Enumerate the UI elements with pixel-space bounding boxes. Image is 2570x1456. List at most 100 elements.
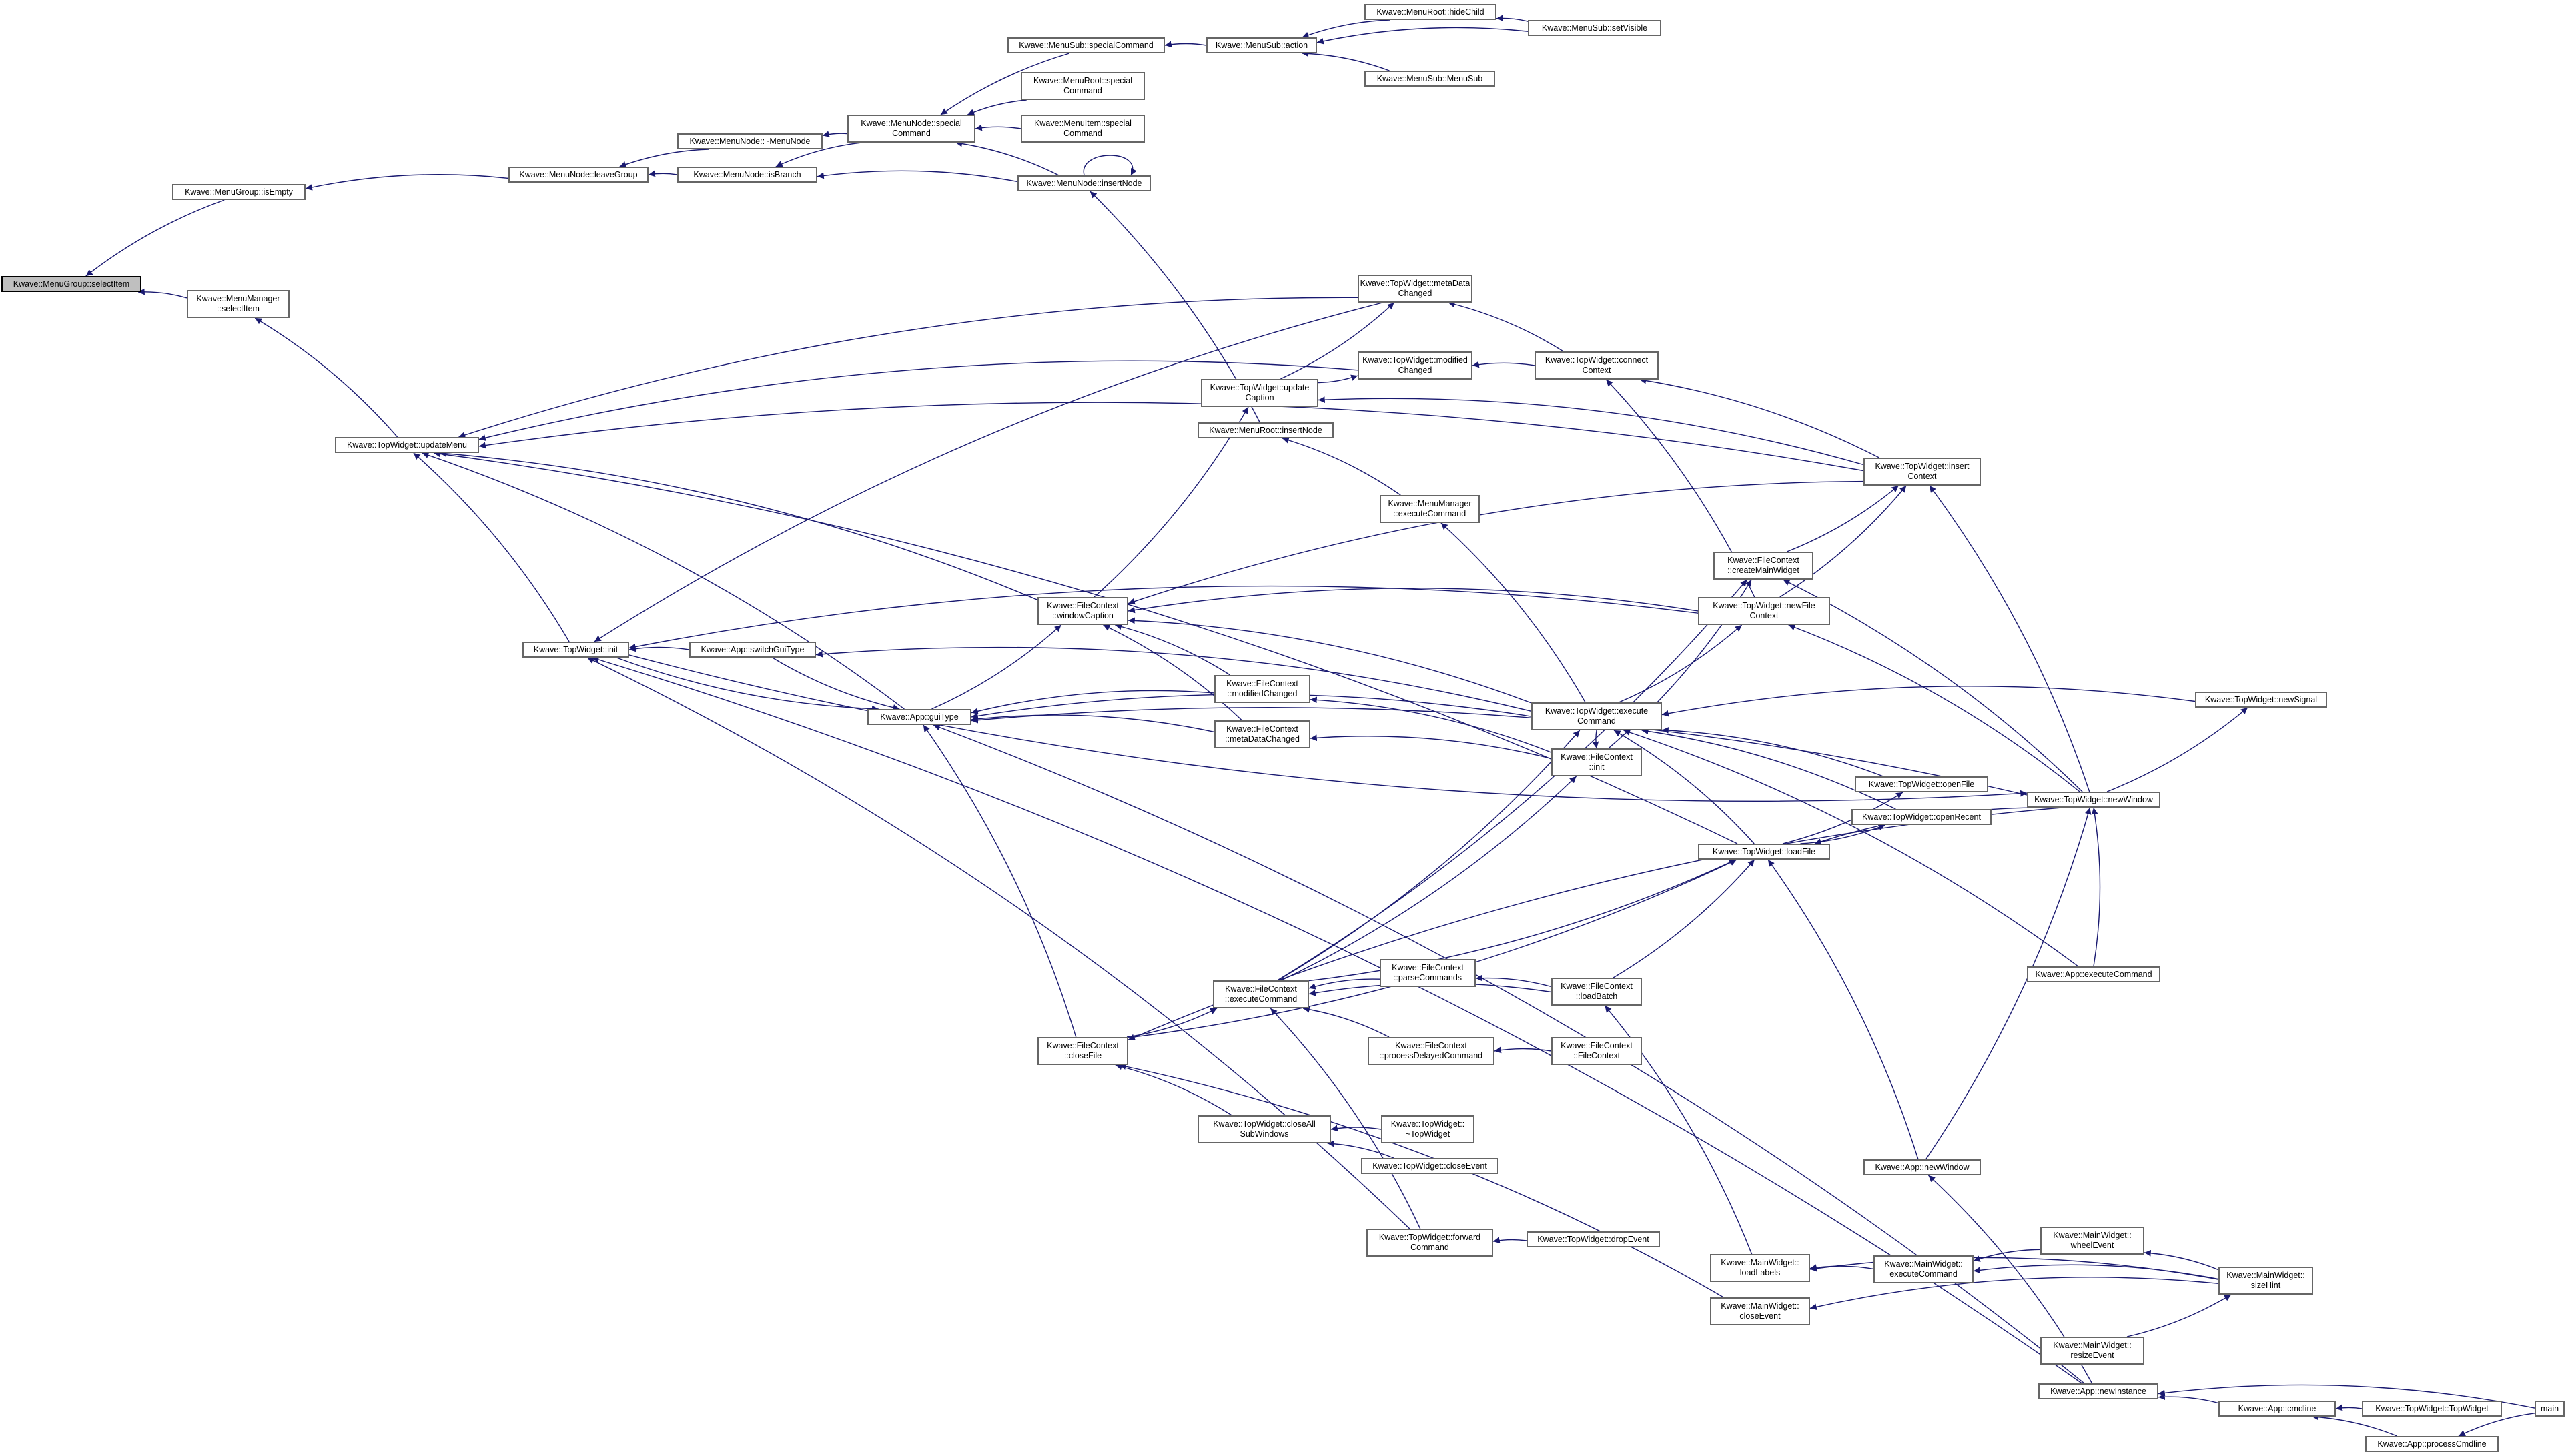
graph-node-wheelEvent[interactable]: Kwave::MainWidget:: wheelEvent xyxy=(2040,1227,2144,1255)
graph-node-newSignal[interactable]: Kwave::TopWidget::newSignal xyxy=(2195,692,2327,708)
call-edge-wheelEvent-to-mwExecuteCommand xyxy=(1973,1249,2041,1262)
graph-node-processCmdline[interactable]: Kwave::App::processCmdline xyxy=(2365,1436,2499,1452)
call-edge-newFileContext-to-twInit xyxy=(628,585,1699,650)
graph-node-appExecuteCommand[interactable]: Kwave::App::executeCommand xyxy=(2027,966,2160,982)
graph-node-processDelayed[interactable]: Kwave::FileContext ::processDelayedComma… xyxy=(1368,1037,1494,1065)
graph-node-fcMetaDataChanged[interactable]: Kwave::FileContext ::metaDataChanged xyxy=(1214,720,1310,748)
graph-node-closeAllSub[interactable]: Kwave::TopWidget::closeAll SubWindows xyxy=(1198,1115,1331,1143)
graph-node-forwardCommand[interactable]: Kwave::TopWidget::forward Command xyxy=(1366,1229,1493,1257)
graph-node-parseCommands[interactable]: Kwave::FileContext ::parseCommands xyxy=(1380,959,1476,987)
call-edge-loadFile-to-twExecuteCommand xyxy=(1613,730,1755,844)
graph-node-newFileContext[interactable]: Kwave::TopWidget::newFile Context xyxy=(1698,597,1830,625)
call-edge-switchGuiType-to-guiType xyxy=(772,657,900,711)
graph-node-fcExecuteCommand[interactable]: Kwave::FileContext ::executeCommand xyxy=(1213,980,1309,1008)
graph-node-mrSpecial[interactable]: Kwave::MenuRoot::special Command xyxy=(1021,72,1145,100)
graph-node-closeFile[interactable]: Kwave::FileContext ::closeFile xyxy=(1037,1037,1128,1065)
call-edge-msSpecial-to-mnSpecial xyxy=(940,53,1069,115)
graph-node-updateCaption[interactable]: Kwave::TopWidget::update Caption xyxy=(1201,379,1318,407)
call-edge-twExecuteCommand-to-windowCaption xyxy=(1128,617,1532,704)
call-edge-loadFile-to-openRecent xyxy=(1800,824,1885,844)
graph-node-cmdline[interactable]: Kwave::App::cmdline xyxy=(2218,1401,2336,1417)
graph-node-dropEvent[interactable]: Kwave::TopWidget::dropEvent xyxy=(1527,1231,1660,1247)
call-edge-leaveGroup-to-isEmpty xyxy=(305,174,509,191)
graph-node-createMainWidget[interactable]: Kwave::FileContext ::createMainWidget xyxy=(1713,552,1813,580)
call-edge-cmdline-to-newInstance xyxy=(2158,1393,2219,1404)
graph-node-twCloseEvent[interactable]: Kwave::TopWidget::closeEvent xyxy=(1361,1158,1498,1174)
graph-node-updateMenu[interactable]: Kwave::TopWidget::updateMenu xyxy=(335,437,479,453)
graph-node-mwCloseEvent[interactable]: Kwave::MainWidget:: closeEvent xyxy=(1710,1297,1810,1325)
call-edge-sizeHint-to-mwCloseEvent xyxy=(1809,1277,2219,1311)
graph-node-resizeEvent[interactable]: Kwave::MainWidget:: resizeEvent xyxy=(2040,1337,2144,1365)
graph-node-appNewWindow[interactable]: Kwave::App::newWindow xyxy=(1863,1159,1981,1175)
graph-node-twInit[interactable]: Kwave::TopWidget::init xyxy=(522,642,629,658)
graph-node-newInstance[interactable]: Kwave::App::newInstance xyxy=(2038,1383,2158,1399)
graph-node-msSpecial[interactable]: Kwave::MenuSub::specialCommand xyxy=(1007,37,1165,53)
graph-node-modifiedChanged[interactable]: Kwave::TopWidget::modified Changed xyxy=(1358,351,1472,380)
graph-node-dtorTopWidget[interactable]: Kwave::TopWidget:: ~TopWidget xyxy=(1381,1115,1474,1143)
graph-node-fcModifiedChanged[interactable]: Kwave::FileContext ::modifiedChanged xyxy=(1214,675,1310,703)
call-edge-updateMenu-to-mmSelectItem xyxy=(254,317,398,438)
graph-node-isEmpty[interactable]: Kwave::MenuGroup::isEmpty xyxy=(172,184,306,200)
graph-node-msMenuSub[interactable]: Kwave::MenuSub::MenuSub xyxy=(1364,71,1495,87)
call-edge-newFileContext-to-insertContext xyxy=(1779,485,1907,598)
call-edge-openFile-to-twExecuteCommand xyxy=(1661,727,1883,777)
graph-node-selectItem[interactable]: Kwave::MenuGroup::selectItem xyxy=(1,276,141,292)
graph-node-loadBatch[interactable]: Kwave::FileContext ::loadBatch xyxy=(1551,978,1642,1006)
graph-node-twCtor[interactable]: Kwave::TopWidget::TopWidget xyxy=(2362,1401,2502,1417)
call-edge-modifiedChanged-to-updateMenu xyxy=(478,360,1358,441)
graph-node-mmExecuteCommand[interactable]: Kwave::MenuManager ::executeCommand xyxy=(1380,495,1480,523)
graph-node-guiType[interactable]: Kwave::App::guiType xyxy=(867,709,971,725)
graph-node-mrInsertNode[interactable]: Kwave::MenuRoot::insertNode xyxy=(1198,422,1334,438)
call-edge-closeAllSub-to-closeFile xyxy=(1115,1063,1232,1116)
graph-node-dtorMenuNode[interactable]: Kwave::MenuNode::~MenuNode xyxy=(677,133,823,149)
graph-node-sizeHint[interactable]: Kwave::MainWidget:: sizeHint xyxy=(2218,1267,2313,1295)
graph-node-msSetVisible[interactable]: Kwave::MenuSub::setVisible xyxy=(1528,20,1661,36)
graph-node-twExecuteCommand[interactable]: Kwave::TopWidget::execute Command xyxy=(1531,702,1662,730)
call-edge-openRecent-to-twExecuteCommand xyxy=(1641,728,1896,810)
graph-node-mmSelectItem[interactable]: Kwave::MenuManager ::selectItem xyxy=(187,290,290,318)
graph-node-main[interactable]: main xyxy=(2535,1401,2565,1417)
graph-node-loadFile[interactable]: Kwave::TopWidget::loadFile xyxy=(1698,844,1830,860)
call-edge-guiType-to-updateMenu xyxy=(422,452,905,710)
call-edge-resizeEvent-to-sizeHint xyxy=(2126,1294,2232,1337)
call-edge-insertContext-to-connectContext xyxy=(1639,377,1879,458)
graph-node-mrHideChild[interactable]: Kwave::MenuRoot::hideChild xyxy=(1364,4,1496,20)
call-edge-msAction-to-msSpecial xyxy=(1164,41,1207,48)
call-edge-dtorMenuNode-to-leaveGroup xyxy=(619,149,709,168)
graph-node-switchGuiType[interactable]: Kwave::App::switchGuiType xyxy=(689,642,816,658)
graph-node-isBranch[interactable]: Kwave::MenuNode::isBranch xyxy=(677,167,817,183)
call-edge-forwardCommand-to-fcExecuteCommand xyxy=(1270,1008,1421,1229)
call-edge-fcInit-to-fcModifiedChanged xyxy=(1310,696,1552,753)
call-edge-msMenuSub-to-msAction xyxy=(1302,50,1390,71)
call-edge-fcInit-to-fcMetaDataChanged xyxy=(1310,734,1552,759)
graph-node-twNewWindow[interactable]: Kwave::TopWidget::newWindow xyxy=(2027,792,2160,808)
graph-node-leaveGroup[interactable]: Kwave::MenuNode::leaveGroup xyxy=(508,167,649,183)
call-edge-processDelayed-to-fcExecuteCommand xyxy=(1302,1006,1390,1038)
graph-node-mnInsertNode[interactable]: Kwave::MenuNode::insertNode xyxy=(1017,175,1151,191)
call-edge-newInstance-to-twInit xyxy=(592,656,2082,1384)
call-edge-mwCloseEvent-to-closeFile xyxy=(1119,1063,1724,1298)
graph-node-metaDataChanged[interactable]: Kwave::TopWidget::metaData Changed xyxy=(1358,275,1472,303)
graph-node-insertContext[interactable]: Kwave::TopWidget::insert Context xyxy=(1863,458,1981,486)
call-edge-fcMetaDataChanged-to-windowCaption xyxy=(1103,624,1242,721)
call-edge-mnInsertNode-to-mnInsertNode xyxy=(1083,155,1137,176)
graph-node-windowCaption[interactable]: Kwave::FileContext ::windowCaption xyxy=(1037,597,1128,625)
call-edge-mwExecuteCommand-to-loadLabels xyxy=(1809,1264,1874,1271)
graph-node-openRecent[interactable]: Kwave::TopWidget::openRecent xyxy=(1851,809,1992,825)
call-edge-twCloseEvent-to-closeAllSub xyxy=(1327,1140,1394,1159)
call-edge-mrSpecial-to-mnSpecial xyxy=(967,99,1027,115)
graph-node-msAction[interactable]: Kwave::MenuSub::action xyxy=(1206,37,1317,53)
graph-node-mwExecuteCommand[interactable]: Kwave::MainWidget:: executeCommand xyxy=(1873,1255,1974,1283)
call-edge-fcCtor-to-processDelayed xyxy=(1494,1046,1552,1054)
graph-node-mnSpecial[interactable]: Kwave::MenuNode::special Command xyxy=(847,115,975,143)
graph-node-openFile[interactable]: Kwave::TopWidget::openFile xyxy=(1855,776,1988,792)
graph-node-loadLabels[interactable]: Kwave::MainWidget:: loadLabels xyxy=(1710,1254,1810,1282)
call-edge-connectContext-to-metaDataChanged xyxy=(1448,301,1564,352)
graph-node-connectContext[interactable]: Kwave::TopWidget::connect Context xyxy=(1535,351,1659,380)
call-edge-switchGuiType-to-twInit xyxy=(628,645,690,652)
graph-node-miSpecial[interactable]: Kwave::MenuItem::special Command xyxy=(1021,115,1145,143)
call-edge-mmExecuteCommand-to-mrInsertNode xyxy=(1282,437,1401,496)
graph-node-fcCtor[interactable]: Kwave::FileContext ::FileContext xyxy=(1551,1037,1642,1065)
graph-node-fcInit[interactable]: Kwave::FileContext ::init xyxy=(1551,748,1642,776)
